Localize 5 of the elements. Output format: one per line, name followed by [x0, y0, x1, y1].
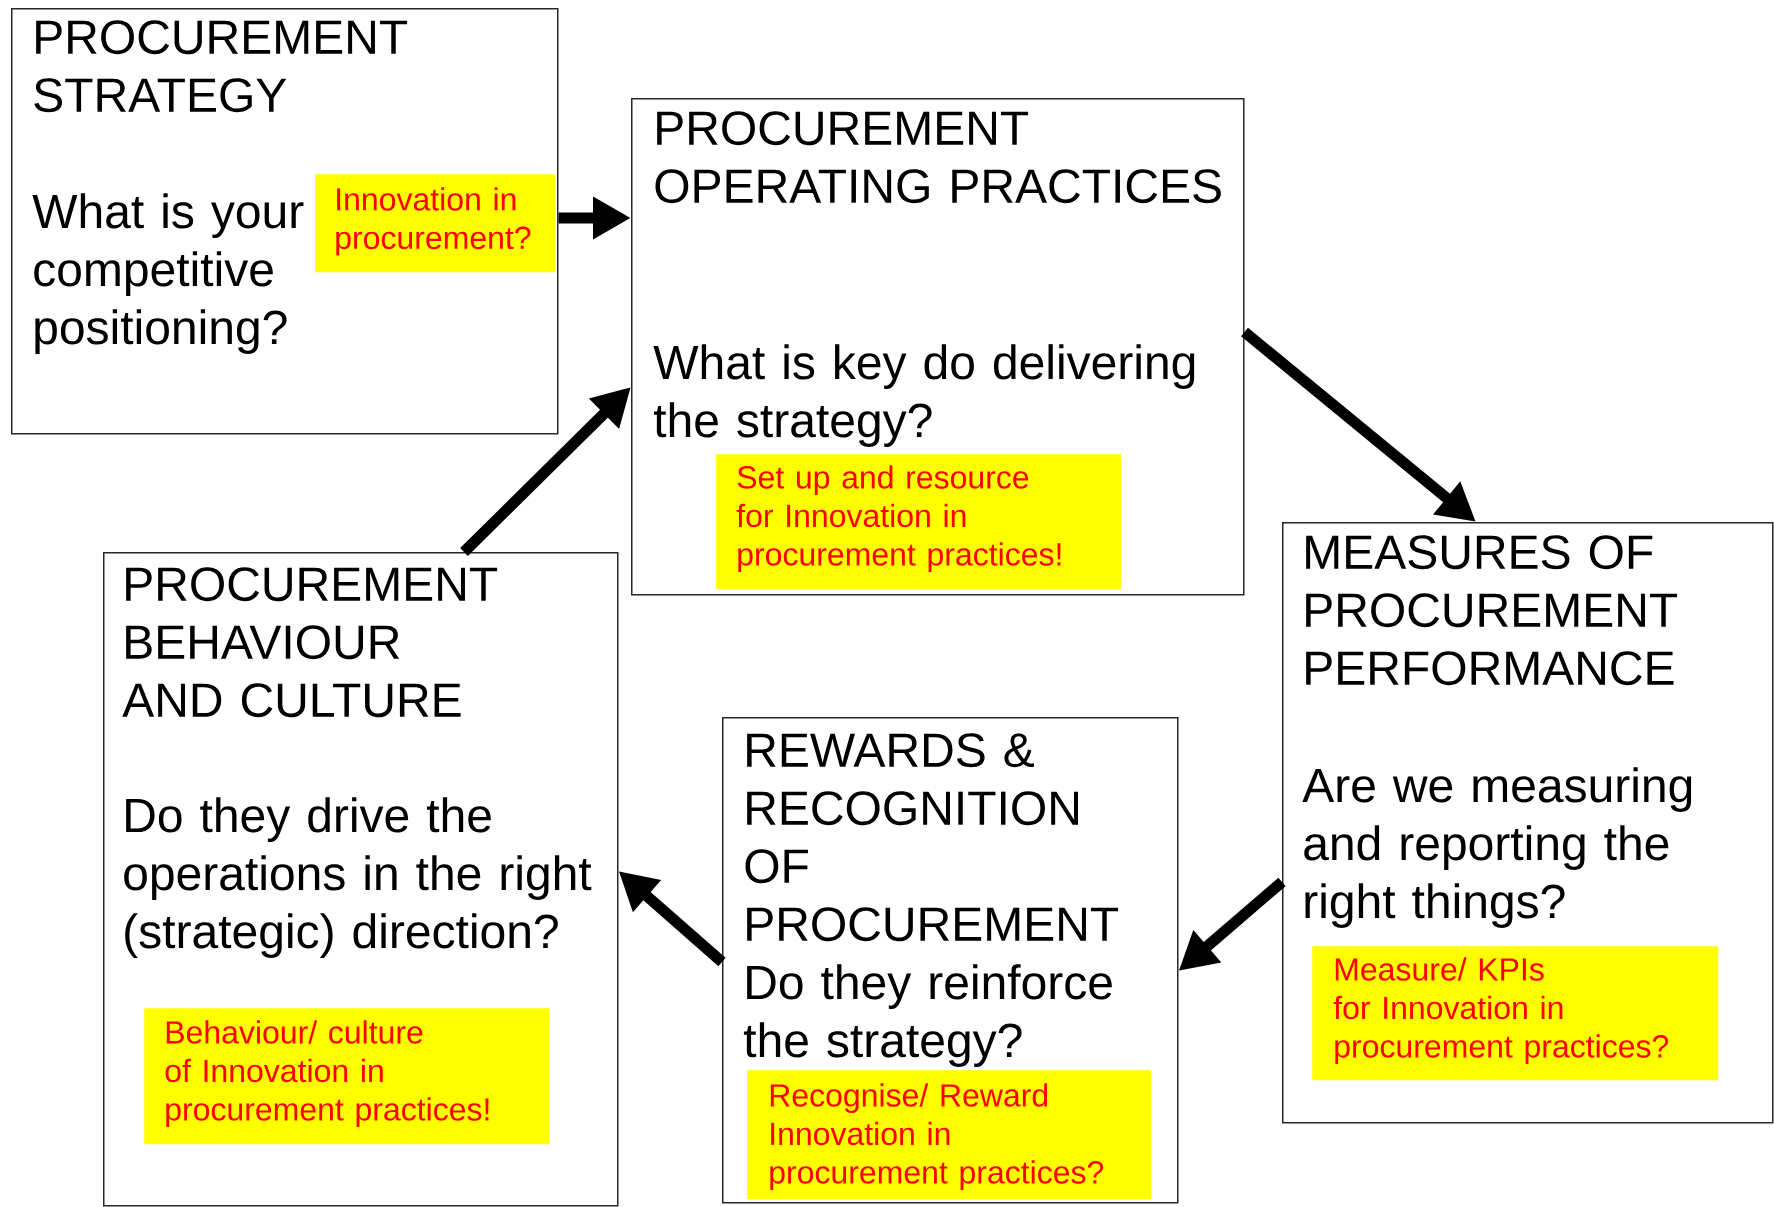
note-box: Innovation in procurement?	[315, 174, 556, 273]
note-box: Measure/ KPIs for Innovation in procurement practices?	[1312, 946, 1719, 1081]
note-box: Set up and resource for Innovation in procurement practices!	[716, 454, 1122, 590]
note-box: Behaviour/ culture of Innovation in procurement practices!	[144, 1008, 550, 1145]
note-box: Recognise/ Reward Innovation in procurement practices?	[747, 1070, 1152, 1200]
